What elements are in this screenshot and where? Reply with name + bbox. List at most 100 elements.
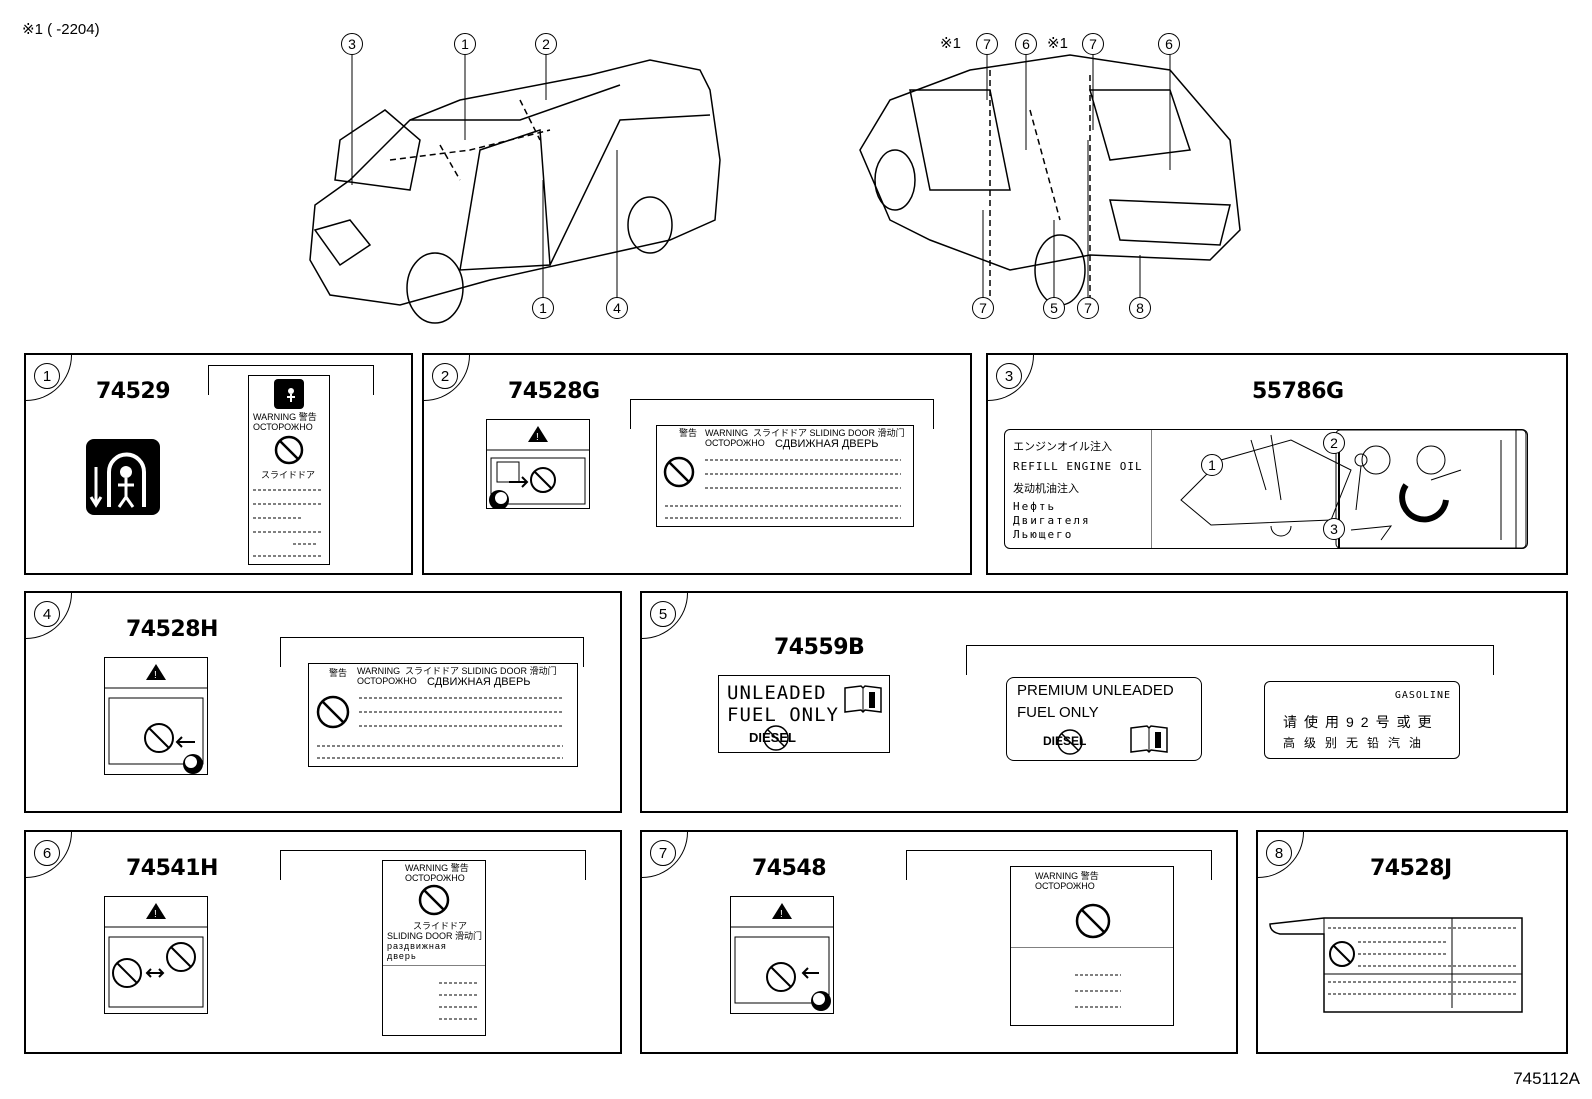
svg-text:!: ! (154, 670, 157, 681)
text-lines (383, 965, 485, 1020)
engine-bay-illustration (1151, 430, 1527, 548)
sliding-door-ru: СДВИЖНАЯ ДВЕРЬ (427, 676, 531, 688)
gasoline-text: GASOLINE (1394, 690, 1451, 701)
callout-rear-3: 7 (1082, 33, 1104, 55)
no-hand-icon (316, 695, 563, 759)
chinese-fuel-text-2: 高级别无铅汽油 (1283, 736, 1431, 750)
panel-index: 2 (432, 363, 458, 389)
warning-text: WARNING (705, 428, 749, 438)
panel-index: 1 (34, 363, 60, 389)
callout-rear-7: 7 (1077, 297, 1099, 319)
russian-warning-text: ОСТОРОЖНО (253, 422, 313, 432)
no-hand-icon (1075, 903, 1111, 939)
header-jp: 警告 (679, 428, 698, 438)
sliding-door-en: SLIDING DOOR (387, 931, 453, 941)
header-note: ※1 ( -2204) (22, 21, 100, 38)
callout-rear-note-1: ※1 (940, 35, 961, 52)
engine-oil-label: エンジンオイル注入 REFILL ENGINE OIL 发动机油注入 Нефть… (1004, 429, 1528, 549)
sliding-door-en: SLIDING DOOR (809, 428, 876, 438)
warning-text: WARNING (253, 412, 297, 422)
oil-text-en: REFILL ENGINE OIL (1013, 460, 1143, 473)
bracket (280, 637, 584, 667)
panel-2: 2 74528G ! 警告 WARNING ОСТОРОЖНО スライドドア S… (422, 353, 972, 575)
fuel-label-premium: PREMIUM UNLEADED FUEL ONLY DIESEL (1006, 677, 1202, 761)
sliding-door-jp: スライドドア (261, 470, 316, 480)
fuel-label-unleaded: UNLEADED FUEL ONLY DIESEL (718, 675, 890, 753)
no-hand-icon (418, 884, 450, 916)
callout-rear-4: 6 (1158, 33, 1180, 55)
panel-5: 5 74559B UNLEADED FUEL ONLY DIESEL PREMI… (640, 591, 1568, 813)
russian-warning-text: ОСТОРОЖНО (405, 873, 465, 883)
sticker-preview: 警告 WARNING ОСТОРОЖНО スライドドア SLIDING DOOR… (308, 663, 578, 767)
panel-3: 3 55786G エンジンオイル注入 REFILL ENGINE OIL 发动机… (986, 353, 1568, 575)
child-lock-icon (86, 439, 160, 515)
sliding-door-jp: スライドドア (405, 666, 460, 676)
sliding-door-ru-1: раздвижная (387, 941, 447, 951)
no-hand-icon (274, 435, 304, 465)
callout-front-2: 1 (454, 33, 476, 55)
callout-front-4: 1 (532, 297, 554, 319)
oil-text-ru-1: Нефть (1013, 500, 1057, 513)
part-number: 55786G (1252, 379, 1344, 404)
oil-callout-3: 3 (1323, 518, 1345, 540)
svg-text:!: ! (154, 909, 157, 920)
panel-index: 8 (1266, 840, 1292, 866)
sliding-door-jp: スライドドア (753, 428, 808, 438)
bracket (208, 365, 374, 395)
part-number: 74548 (752, 856, 827, 881)
panel-6: 6 74541H ! WARNING 警告 ОСТОРОЖНО スライドドア S… (24, 830, 622, 1054)
warning-pictogram: ! (731, 903, 833, 1011)
rear-vehicle-drawing (859, 54, 1241, 320)
russian-warning-text: ОСТОРОЖНО (1035, 881, 1095, 891)
diagram-id: 745112A (1513, 1069, 1580, 1088)
manual-info-icon (1130, 725, 1168, 754)
fuel-label-gasoline: GASOLINE 请使用92号或更 高级别无铅汽油 (1264, 681, 1460, 759)
panel-7: 7 74548 ! WARNING 警告 ОСТОРОЖНО (640, 830, 1238, 1054)
panel-index: 3 (996, 363, 1022, 389)
svg-text:!: ! (780, 909, 783, 920)
bracket (966, 645, 1494, 675)
chinese-warning-text: 警告 (450, 863, 469, 873)
oil-text-jp: エンジンオイル注入 (1013, 440, 1112, 453)
panel-index: 6 (34, 840, 60, 866)
callout-rear-8: 8 (1129, 297, 1151, 319)
callout-front-3: 2 (535, 33, 557, 55)
part-number: 74528G (508, 379, 600, 404)
sticker-preview: WARNING 警告 ОСТОРОЖНО (1010, 866, 1174, 1026)
callout-rear-6: 5 (1043, 297, 1065, 319)
svg-text:!: ! (536, 432, 539, 443)
text-lines (253, 489, 323, 557)
sliding-door-ru-2: дверь (387, 951, 417, 961)
chinese-warning-text: 警告 (1080, 871, 1099, 881)
warning-text: WARNING (405, 863, 449, 873)
panel-8: 8 74528J (1256, 830, 1568, 1054)
sliding-door-cn: 滑动门 (529, 666, 557, 676)
child-lock-icon (274, 379, 304, 409)
warning-pictogram: ! (487, 426, 589, 508)
sliding-door-cn: 滑动门 (455, 931, 483, 941)
oil-text-ru-3: Льющего (1013, 528, 1074, 541)
sliding-door-pictogram: ! (486, 419, 590, 509)
oil-text-ru-2: Двигателя (1013, 514, 1091, 527)
part-number: 74559B (774, 635, 865, 660)
prohibited-icon (1057, 729, 1083, 755)
panel-1: 1 74529 WARNING 警告 ОСТОРОЖНО スライドドア (24, 353, 413, 575)
sticker-preview: 警告 WARNING ОСТОРОЖНО スライドドア SLIDING DOOR… (656, 425, 914, 527)
sticker-preview: WARNING 警告 ОСТОРОЖНО スライドドア (248, 375, 330, 565)
premium-text-line-2: FUEL ONLY (1017, 704, 1099, 721)
bracket (630, 399, 934, 429)
part-number: 74541H (126, 856, 218, 881)
bracket (280, 850, 586, 880)
fuel-text-line-2: FUEL ONLY (727, 704, 839, 726)
part-number: 74528H (126, 617, 218, 642)
chinese-warning-text: 警告 (298, 412, 317, 422)
panel-index: 7 (650, 840, 676, 866)
sliding-door-ru: СДВИЖНАЯ ДВЕРЬ (775, 438, 879, 450)
sliding-door-pictogram: ! (104, 896, 208, 1014)
sliding-door-cn: 滑动门 (877, 428, 905, 438)
callout-rear-note-2: ※1 (1047, 35, 1068, 52)
tire-pressure-label (1269, 917, 1523, 1013)
chinese-fuel-text-1: 请使用92号或更 (1283, 714, 1439, 730)
vehicle-illustrations (309, 54, 1241, 324)
warning-pictogram: ! (105, 903, 207, 1008)
